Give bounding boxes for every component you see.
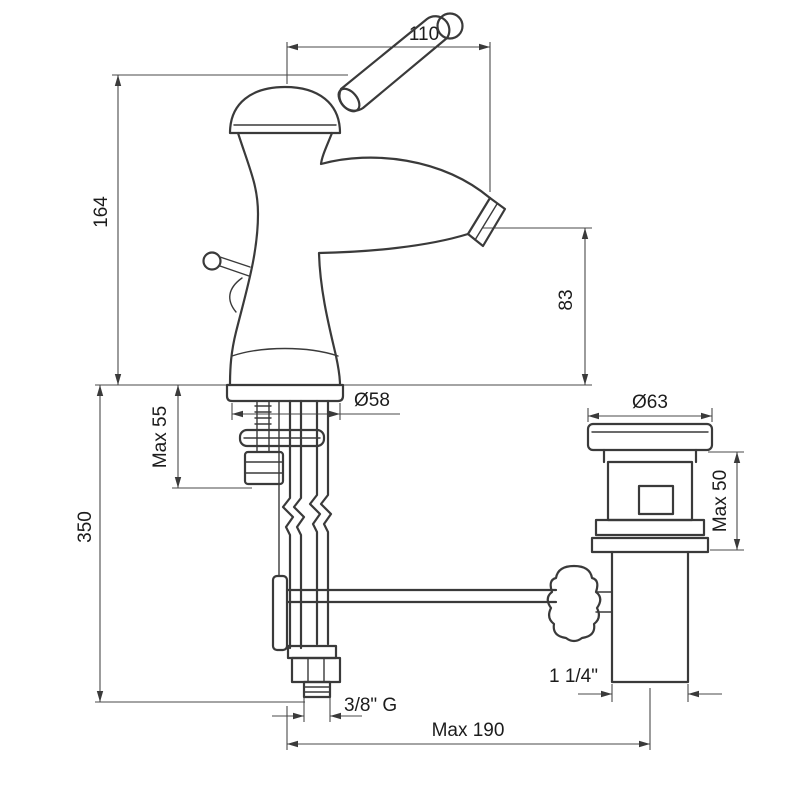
drain-flange (586, 422, 714, 452)
ball-rod-connector (595, 591, 613, 613)
drain-neck (602, 448, 698, 464)
faucet-body-left (228, 131, 260, 387)
stud-threads (254, 405, 272, 425)
mounting-nut (243, 450, 285, 486)
dim-waste-size: 1 1/4" (549, 666, 722, 702)
hose-thread-stub (302, 680, 332, 699)
base-flare-seam (231, 347, 339, 357)
dim-max-drain-deck-label: Max 50 (710, 470, 731, 532)
dim-body-height: 164 (91, 74, 348, 385)
drain-body (606, 460, 694, 522)
hose-thread-ticks (303, 686, 331, 693)
base-plate (225, 383, 345, 403)
faucet-dome-cap (228, 85, 342, 135)
faucet-body-spout-top (319, 131, 492, 200)
spout-outlet-face (466, 196, 492, 236)
aerator-seam (474, 203, 498, 241)
supply-hose-2-right (319, 399, 333, 646)
dim-waste-size-label: 1 1/4" (549, 666, 598, 687)
popup-lift-knob (202, 251, 222, 271)
drain-assembly (546, 422, 714, 684)
horseshoe-washer (238, 428, 326, 448)
dim-spout-reach-label: 110 (409, 24, 439, 45)
dim-drain-flange-diameter-label: Ø63 (632, 392, 668, 413)
dim-spout-height-label: 83 (556, 289, 577, 310)
dim-drain-flange-diameter: Ø63 (587, 392, 713, 422)
drain-locknut (594, 518, 706, 537)
popup-clevis (271, 574, 289, 652)
dim-max-drain-deck: Max 50 (708, 451, 744, 551)
faucet-assembly (202, 12, 507, 403)
mounting-nut-facets (244, 461, 284, 474)
popup-lift-rod (219, 256, 251, 277)
dim-spout-height: 83 (482, 227, 592, 385)
dim-hose-length: 350 (75, 385, 305, 703)
hose-nut-facets (307, 657, 325, 683)
drain-washer (590, 536, 710, 554)
dim-hose-thread-label: 3/8" G (344, 695, 397, 716)
supply-hose-1-left (281, 399, 295, 650)
dim-max-deck-thickness: Max 55 (150, 385, 252, 489)
dim-base-diameter-label: Ø58 (354, 390, 390, 411)
handle-joint (337, 87, 361, 113)
overflow-slot (637, 484, 675, 516)
under-deck-assembly (238, 399, 558, 699)
dim-base-diameter: Ø58 (231, 390, 400, 420)
drain-tailpiece (610, 550, 690, 684)
hose-collar (286, 644, 338, 660)
dim-max-deck-thickness-label: Max 55 (150, 406, 171, 468)
mounting-stud (256, 400, 270, 453)
horizontal-ball-rod (285, 588, 558, 604)
hose-nut (290, 656, 342, 684)
faucet-body-spout-bottom (317, 232, 470, 387)
dim-max-horizontal-reach: Max 190 (286, 688, 651, 750)
dim-hose-thread: 3/8" G (272, 695, 397, 722)
handle-ball-finial (436, 12, 464, 40)
ball-rod-knurled-nut (546, 564, 602, 643)
supply-hose-1-right (292, 399, 306, 650)
supply-hose-2-left (308, 399, 322, 646)
dim-spout-reach: 110 (286, 24, 491, 192)
dim-body-height-label: 164 (91, 196, 112, 228)
dim-max-horizontal-reach-label: Max 190 (432, 720, 505, 741)
popup-lift-hook (229, 277, 243, 313)
dim-hose-length-label: 350 (75, 511, 96, 543)
